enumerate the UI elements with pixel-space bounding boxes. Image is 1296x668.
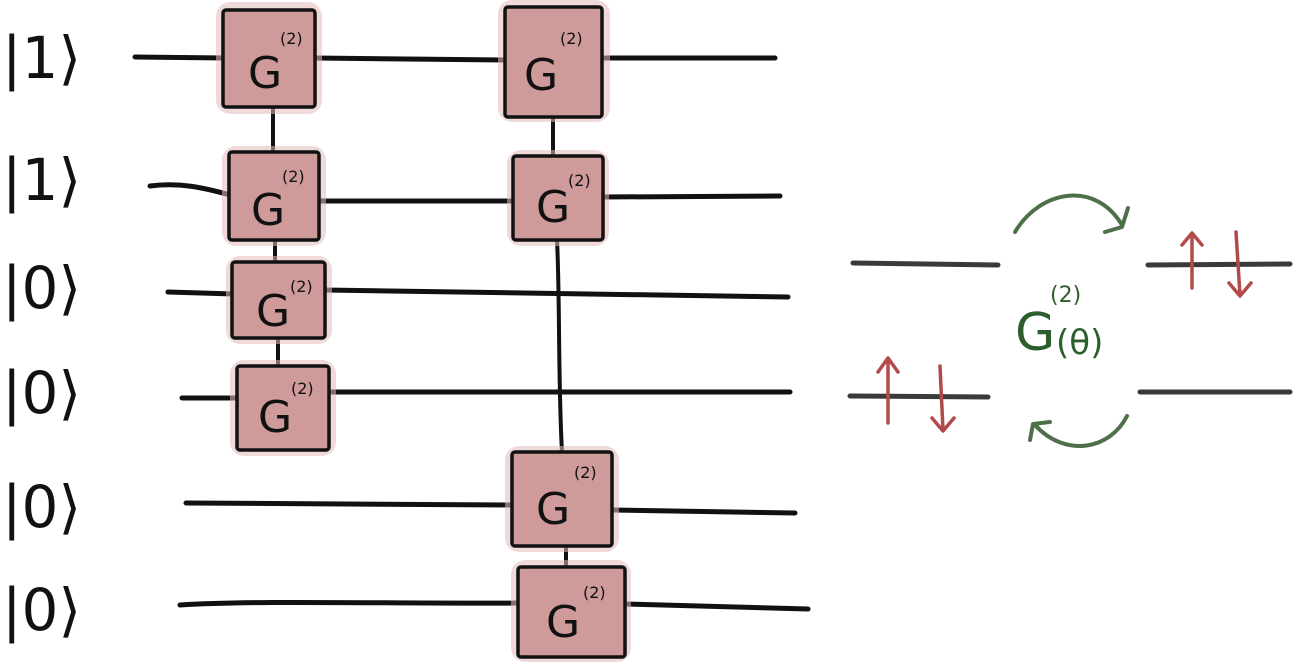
qubit-2-ket: |1⟩ [2, 146, 81, 214]
gate-c1-q3: G (2) [226, 256, 332, 344]
gate-column-1: G (2) G (2) G (2) G (2) [216, 2, 336, 456]
gate-superscript: (2) [282, 167, 305, 186]
gate-superscript: (2) [290, 277, 313, 296]
gate-action-illustration: G (2) (θ) [847, 193, 1293, 448]
gate-c2-q1: G (2) [498, 0, 610, 122]
left-lower-level [847, 393, 991, 400]
wire-5 [183, 500, 798, 516]
wire-1 [132, 54, 778, 63]
gate-c2-q6: G (2) [511, 560, 631, 662]
gate-superscript: (2) [583, 583, 606, 602]
spin-down-arrow-icon [930, 364, 956, 433]
gate-symbol: G [248, 48, 282, 99]
gate-c1-q2: G (2) [222, 146, 326, 246]
qubit-4-ket: |0⟩ [2, 359, 81, 427]
qubit-1-ket: |1⟩ [2, 24, 81, 92]
gate-symbol: G [256, 286, 290, 337]
wire-3 [165, 287, 791, 300]
gate-superscript: (2) [291, 379, 314, 398]
spin-up-arrow-icon [1180, 231, 1204, 290]
gate-superscript: (2) [560, 29, 583, 48]
spin-up-arrow-icon [876, 356, 900, 425]
gate-superscript: (2) [574, 463, 597, 482]
wire-6 [177, 599, 811, 612]
qubit-labels: |1⟩ |1⟩ |0⟩ |0⟩ |0⟩ |0⟩ [2, 24, 81, 644]
gate-symbol: G [546, 597, 580, 648]
gate-symbol: G [524, 50, 558, 101]
gate-symbol: G [536, 484, 570, 535]
legend-gate-superscript: (2) [1050, 283, 1081, 308]
gate-c1-q4: G (2) [230, 360, 336, 456]
left-upper-level [850, 260, 1001, 268]
gate-superscript: (2) [280, 29, 303, 48]
qubit-wires [132, 54, 811, 612]
right-spin-pair [1180, 230, 1253, 298]
gate-symbol: G [251, 185, 285, 236]
spin-down-arrow-icon [1227, 230, 1253, 298]
legend-gate-argument: (θ) [1056, 323, 1103, 363]
gate-column-2: G (2) G (2) G (2) G (2) [498, 0, 631, 662]
legend-gate-symbol: G [1015, 303, 1055, 363]
qubit-3-ket: |0⟩ [2, 254, 81, 322]
right-upper-level [1145, 261, 1293, 268]
link-c2-2-5 [555, 238, 564, 454]
gate-symbol: G [536, 182, 570, 233]
qubit-6-ket: |0⟩ [2, 576, 81, 644]
gate-superscript: (2) [568, 171, 591, 190]
bottom-curved-arrow-icon [1028, 414, 1129, 448]
gate-c2-q2: G (2) [507, 150, 609, 246]
gate-symbol: G [258, 392, 292, 443]
left-spin-pair [876, 356, 956, 433]
qubit-5-ket: |0⟩ [2, 473, 81, 541]
gate-c1-q1: G (2) [216, 2, 322, 114]
top-curved-arrow-icon [1013, 193, 1130, 234]
gate-c2-q5: G (2) [505, 446, 619, 552]
